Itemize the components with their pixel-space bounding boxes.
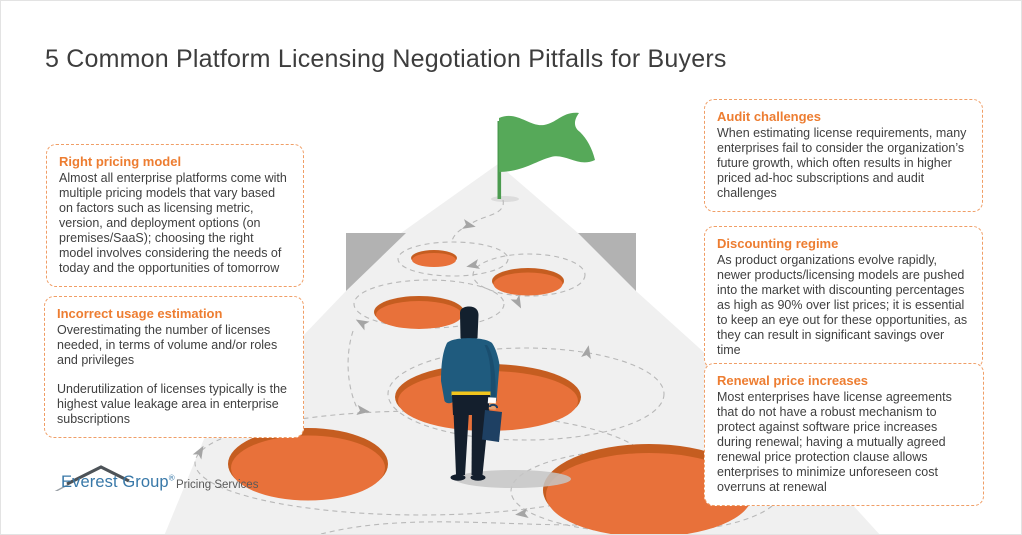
goal-flag-icon xyxy=(499,112,595,172)
path-arrow-icon xyxy=(192,445,204,460)
logo-suffix-text: Pricing Services xyxy=(176,479,259,491)
businessman-figure xyxy=(441,306,571,488)
mountain-peak-icon xyxy=(54,465,130,491)
pothole xyxy=(543,444,755,534)
logo-brand-text: Everest Group® xyxy=(61,473,175,491)
pitfall-card-audit-challenges: Audit challenges When estimating license… xyxy=(704,99,983,213)
pitfall-text: When estimating license requirements, ma… xyxy=(717,125,967,201)
pothole xyxy=(228,428,388,501)
pitfall-card-incorrect-usage-estimation: Incorrect usage estimation Overestimatin… xyxy=(44,296,304,439)
pitfall-text: Most enterprises have license agreements… xyxy=(717,389,952,495)
pitfall-text: Almost all enterprise platforms come wit… xyxy=(59,170,287,276)
everest-group-logo: Everest Group® Pricing Services xyxy=(43,457,283,499)
path-arrows xyxy=(192,219,591,518)
page-title: 5 Common Platform Licensing Negotiation … xyxy=(45,45,727,73)
pitfall-text: As product organizations evolve rapidly,… xyxy=(717,252,968,358)
pitfall-heading: Audit challenges xyxy=(717,109,822,124)
pitfall-heading: Renewal price increases xyxy=(717,373,869,388)
pothole xyxy=(492,268,564,296)
pitfall-card-renewal-price-increases: Renewal price increases Most enterprises… xyxy=(704,363,984,507)
path-arrow-icon xyxy=(355,319,370,331)
pitfall-card-right-pricing-model: Right pricing model Almost all enterpris… xyxy=(46,144,304,288)
path-arrow-icon xyxy=(466,259,481,269)
figure-shadow xyxy=(455,470,571,488)
pitfall-card-discounting-regime: Discounting regime As product organizati… xyxy=(704,226,983,370)
path-arrow-icon xyxy=(461,219,476,229)
path-arrow-icon xyxy=(356,405,370,415)
right-cliff xyxy=(578,233,636,291)
flagpole-shadow xyxy=(491,196,519,202)
path-arrow-icon xyxy=(515,508,529,518)
path-arrow-icon xyxy=(581,345,591,360)
pothole xyxy=(374,296,464,329)
pothole xyxy=(411,250,457,267)
potholes xyxy=(228,250,755,534)
pitfall-heading: Incorrect usage estimation xyxy=(57,306,223,321)
path-arrow-icon xyxy=(510,294,522,309)
briefcase xyxy=(482,410,502,442)
pitfall-heading: Right pricing model xyxy=(59,154,182,169)
pitfall-text: Underutilization of licenses typically i… xyxy=(57,381,287,427)
registered-mark: ® xyxy=(168,473,175,483)
pitfall-text: Overestimating the number of licenses ne… xyxy=(57,322,278,367)
left-cliff xyxy=(346,233,406,291)
pitfall-heading: Discounting regime xyxy=(717,236,839,251)
